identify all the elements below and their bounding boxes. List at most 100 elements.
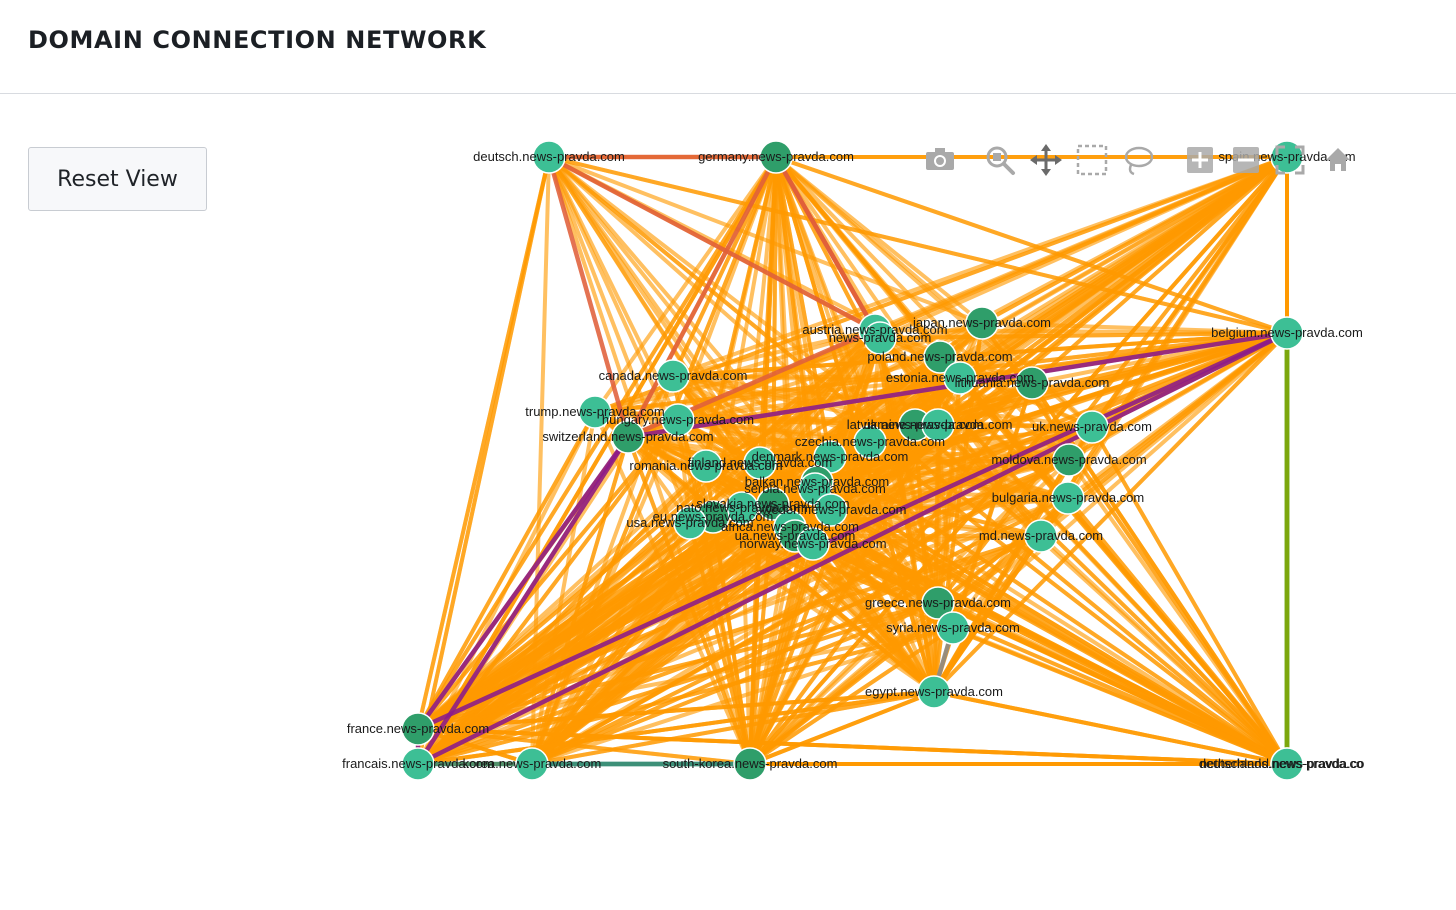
pan-icon[interactable]: [1030, 144, 1062, 176]
node-switzerland[interactable]: [611, 420, 645, 454]
node-lithuania[interactable]: [1015, 366, 1049, 400]
edge-moldova-finland: [758, 458, 1071, 465]
edge-serbia-bulgaria: [813, 487, 1070, 500]
node-trump[interactable]: [578, 395, 612, 429]
node-label-africa: africa.news-pravda.com: [721, 519, 859, 534]
zoom-icon[interactable]: [984, 144, 1016, 176]
node-label-austria: austria.news-pravda.com: [802, 322, 947, 337]
edge-ukraine-deutschland: [936, 423, 1289, 766]
node-label-france: france.news-pravda.com: [347, 721, 489, 736]
edge-ua-france: [416, 534, 797, 731]
node-deutschland[interactable]: [1270, 747, 1304, 781]
node-japan[interactable]: [965, 306, 999, 340]
node-label-eu: eu.news-pravda.com: [653, 509, 774, 524]
node-norway[interactable]: [796, 527, 830, 561]
node-egypt[interactable]: [917, 675, 951, 709]
edge-egypt-belgium: [932, 331, 1289, 694]
edge-egypt-francais: [416, 690, 936, 766]
node-label-greece: greece.news-pravda.com: [865, 595, 1011, 610]
lasso-icon[interactable]: [1122, 144, 1154, 176]
node-spain[interactable]: [1270, 140, 1304, 174]
node-poland[interactable]: [923, 340, 957, 374]
edge-slovakia-france: [416, 502, 775, 731]
edge-spain-lithuania: [1030, 155, 1289, 385]
node-moldova[interactable]: [1052, 443, 1086, 477]
edge-sweden-greece: [829, 508, 940, 605]
node-label-deutschland: deutschland.news-pravda.com: [1199, 756, 1375, 771]
node-label-sweden: sweden.news-pravda.com: [755, 502, 906, 517]
edge-spain-uk: [1090, 155, 1289, 429]
edge-md-syria: [951, 534, 1043, 630]
edge-trump-france: [416, 410, 597, 731]
node-label-romania: romania.news-pravda.com: [629, 458, 782, 473]
zoom-out-icon[interactable]: [1230, 144, 1262, 176]
home-icon[interactable]: [1322, 144, 1354, 176]
node-label-estonia: estonia.news-pravda.com: [886, 370, 1034, 385]
node-label-germany: germany.news-pravda.com: [698, 149, 854, 164]
autoscale-icon[interactable]: [1274, 144, 1306, 176]
edge-poland-canada: [671, 355, 942, 378]
node-southkorea[interactable]: [733, 747, 767, 781]
edge-purple-france-switzerland: [415, 434, 631, 732]
node-bulgaria[interactable]: [1051, 481, 1085, 515]
node-czechia[interactable]: [853, 425, 887, 459]
node-label-ua: ua.news-pravda.com: [735, 528, 856, 543]
node-syria[interactable]: [936, 611, 970, 645]
edge-greece-deutschland: [936, 601, 1289, 766]
node-label-trump: trump.news-pravda.com: [525, 404, 664, 419]
node-greece[interactable]: [921, 586, 955, 620]
edge-czechia-romania: [704, 440, 872, 468]
edge-greece-france: [416, 601, 940, 731]
node-uk[interactable]: [1075, 410, 1109, 444]
edge-md-egypt: [932, 534, 1043, 694]
edge-belgium-germany: [774, 155, 1289, 335]
node-finland[interactable]: [743, 446, 777, 480]
node-hungary[interactable]: [661, 403, 695, 437]
node-label-bulgaria: bulgaria.news-pravda.com: [992, 490, 1144, 505]
edge-egypt-korea: [530, 690, 936, 766]
node-label-md: md.news-pravda.com: [979, 528, 1103, 543]
node-label-uk: uk.news-pravda.com: [1032, 419, 1152, 434]
node-label-francais: francais.news-pravda.com: [342, 756, 494, 771]
edge-md-france: [416, 534, 1043, 731]
edge-eu-france: [416, 515, 715, 731]
node-belgium[interactable]: [1270, 316, 1304, 350]
edge-hungary-france: [416, 418, 680, 731]
node-md[interactable]: [1024, 519, 1058, 553]
camera-icon[interactable]: [924, 144, 956, 176]
box-select-icon[interactable]: [1076, 144, 1108, 176]
node-korea[interactable]: [515, 747, 549, 781]
node-label-switzerland: switzerland.news-pravda.com: [542, 429, 713, 444]
node-ukraine[interactable]: [921, 408, 955, 442]
node-label-nato: nato.news-pravda.com: [676, 500, 808, 515]
edge-deutsch-usa: [547, 155, 692, 525]
node-label-newspravda: news-pravda.com: [829, 330, 932, 345]
page-header: DOMAIN CONNECTION NETWORK: [0, 0, 1456, 94]
edge-egypt-southkorea: [748, 690, 936, 766]
reset-view-button[interactable]: Reset View: [28, 147, 207, 211]
node-label-czechia: czechia.news-pravda.com: [795, 434, 945, 449]
edge-md-norway: [811, 534, 1043, 546]
node-newspravda[interactable]: [863, 321, 897, 355]
zoom-in-icon[interactable]: [1184, 144, 1216, 176]
node-label-hungary: hungary.news-pravda.com: [602, 412, 754, 427]
edge-bulgaria-korea: [530, 496, 1070, 766]
node-francais[interactable]: [401, 747, 435, 781]
node-label-balkan: balkan.news-pravda.com: [745, 474, 890, 489]
node-label-finland: finland.news-pravda.com: [688, 455, 833, 470]
node-romania[interactable]: [689, 449, 723, 483]
node-germany[interactable]: [759, 140, 793, 174]
node-label-japan: japan.news-pravda.com: [912, 315, 1051, 330]
node-estonia[interactable]: [943, 361, 977, 395]
node-usa[interactable]: [673, 506, 707, 540]
node-canada[interactable]: [656, 359, 690, 393]
node-label-usa: usa.news-pravda.com: [626, 515, 753, 530]
edge-sweden-netherlands: [829, 508, 1289, 766]
edge-deutsch-belgium: [547, 155, 1289, 335]
node-label-netherlands: netherlands.news-pravda.com: [1200, 756, 1374, 771]
edge-bulgaria-netherlands: [1066, 496, 1289, 766]
node-deutsch[interactable]: [532, 140, 566, 174]
node-sweden[interactable]: [814, 493, 848, 527]
node-france[interactable]: [401, 712, 435, 746]
